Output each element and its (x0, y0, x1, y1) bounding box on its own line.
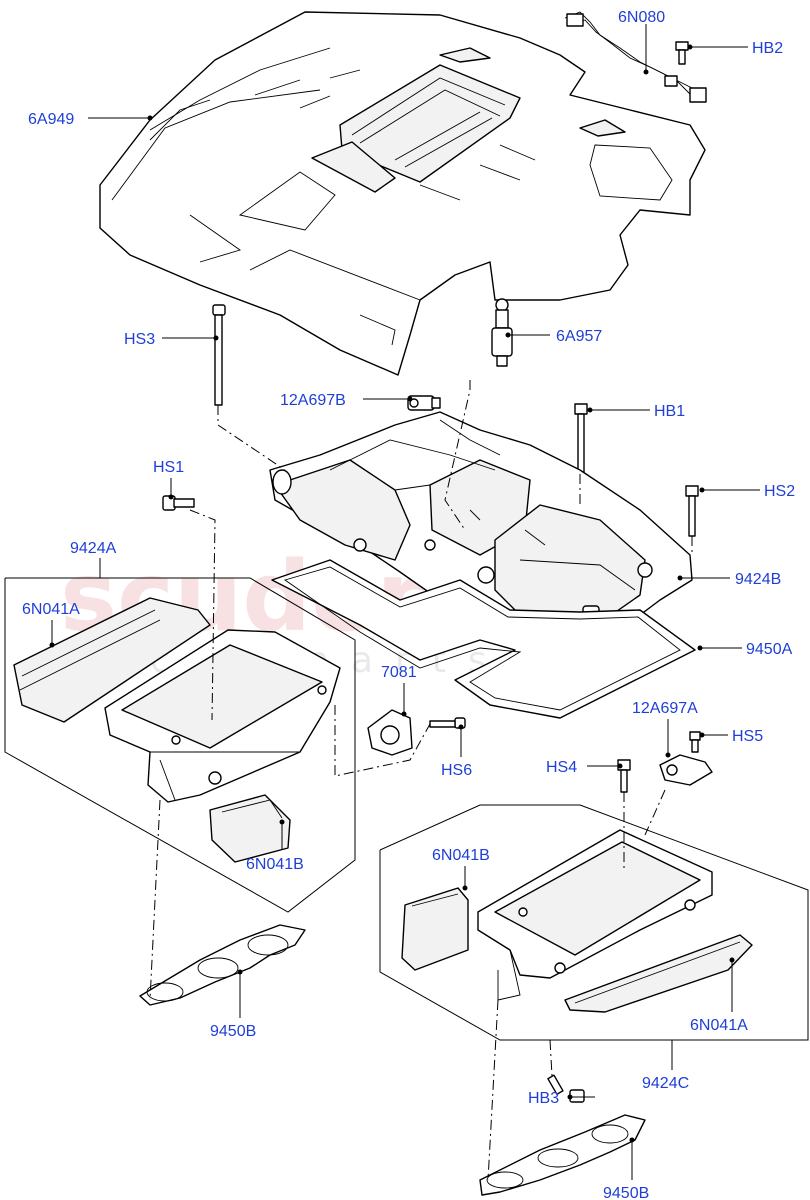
manifold-half-9424c (477, 829, 713, 1001)
label-hs4: HS4 (546, 759, 577, 776)
label-hb3: HB3 (528, 1090, 559, 1107)
label-6a957: 6A957 (556, 328, 602, 345)
manifold-half-9424a (104, 629, 341, 803)
label-12a697b: 12A697B (280, 392, 346, 409)
bolt-hs5 (689, 731, 701, 753)
label-hs1: HS1 (153, 459, 184, 476)
label-7081: 7081 (381, 664, 417, 681)
label-9424b: 9424B (735, 571, 781, 588)
sensor-12a697a (659, 754, 713, 786)
label-hb1: HB1 (654, 403, 685, 420)
callout-labels: 6N080 HB2 6A949 HS3 6A957 12A697B HB1 HS… (22, 9, 795, 1200)
gasket-9450b-left (139, 924, 306, 1006)
flange-7081 (367, 709, 413, 756)
sensor-12a697b (407, 395, 441, 411)
label-hs5: HS5 (732, 728, 763, 745)
cover-6n041a-left (13, 597, 211, 723)
callout-leaders (49, 24, 760, 1180)
label-9450b-right: 9450B (603, 1185, 649, 1200)
intake-manifold-9424b (269, 411, 693, 651)
label-6n041b-right: 6N041B (432, 847, 490, 864)
harness-6n080 (564, 11, 707, 103)
gasket-9450a (271, 559, 696, 719)
label-hs3: HS3 (124, 331, 155, 348)
label-12a697a: 12A697A (632, 700, 698, 717)
engine-cover (99, 11, 706, 376)
bolt-hb3 (547, 1074, 585, 1103)
label-9424c: 9424C (642, 1075, 689, 1092)
label-6n041b-left: 6N041B (246, 856, 304, 873)
stud-6a957 (491, 298, 513, 367)
bolt-hb1 (574, 403, 588, 475)
bolt-hs1 (162, 495, 195, 511)
label-9450b-left: 9450B (210, 1023, 256, 1040)
bolt-hb2 (675, 41, 689, 65)
label-6n080: 6N080 (618, 9, 665, 26)
insert-6n041b-right (401, 887, 469, 971)
label-hb2: HB2 (752, 40, 783, 57)
label-6a949: 6A949 (28, 111, 74, 128)
label-hs2: HS2 (764, 483, 795, 500)
bolt-hs2 (685, 485, 699, 537)
gasket-9450b-right (479, 1114, 646, 1196)
label-9450a: 9450A (746, 641, 793, 658)
bolt-hs3 (212, 304, 226, 406)
assembly-lines (149, 380, 693, 1181)
label-9424a: 9424A (70, 540, 117, 557)
assembly-box-9424c (379, 804, 809, 970)
label-hs6: HS6 (441, 762, 472, 779)
label-6n041a-left: 6N041A (22, 601, 80, 618)
label-6n041a-right: 6N041A (690, 1017, 748, 1034)
assembly-box-9424a (4, 578, 356, 913)
insert-6n041b-left (209, 794, 291, 863)
cover-6n041a-right (564, 934, 753, 1013)
